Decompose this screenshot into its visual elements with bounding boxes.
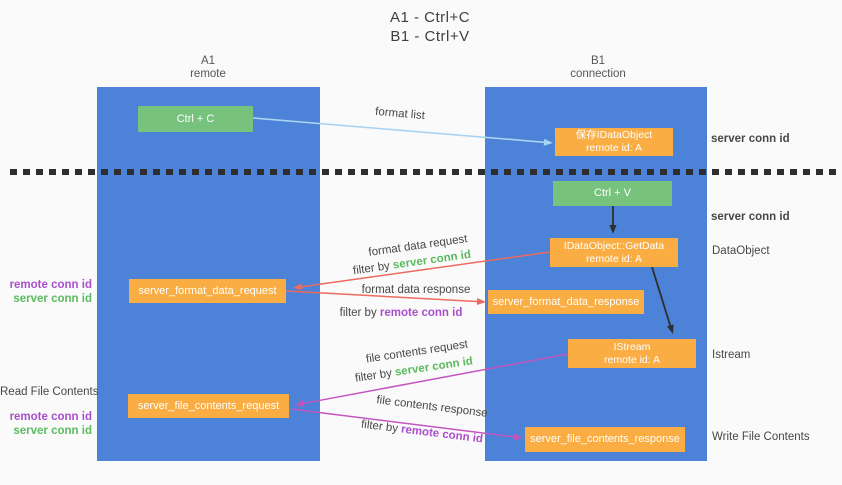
title-line-1: A1 - Ctrl+C: [389, 9, 471, 26]
diagram-title: A1 - Ctrl+C B1 - Ctrl+V: [390, 8, 470, 46]
server-conn-id-mid-label: server conn id: [711, 211, 790, 223]
dataobject-label: DataObject: [712, 245, 770, 257]
remote-conn-id-key: remote conn id: [379, 307, 463, 319]
save-dataobject-line2: remote id: A: [585, 142, 643, 154]
getdata-line2: remote id: A: [585, 252, 643, 265]
remote-conn-id-key: remote conn id: [400, 423, 484, 446]
ctrl-c-node: Ctrl + C: [138, 106, 253, 132]
istream-line1: IStream: [613, 340, 651, 353]
column-a1-role: remote: [190, 68, 226, 80]
filter-by-text: filter by: [360, 418, 399, 435]
ctrl-v-label: Ctrl + V: [594, 187, 631, 199]
read-file-contents-label: Read File Contents: [0, 386, 99, 398]
column-header-a1: A1 remote: [190, 55, 226, 81]
istream-side-label: Istream: [712, 349, 751, 361]
server-conn-id-top-label: server conn id: [711, 133, 790, 145]
column-b1-name: B1: [590, 55, 606, 67]
format-list-label: format list: [374, 105, 426, 123]
phase-divider-dashed-line: [10, 169, 836, 175]
filter-by-text: filter by: [352, 260, 391, 278]
server-format-data-response-node: server_format_data_response: [488, 290, 644, 314]
ctrl-c-label: Ctrl + C: [176, 112, 215, 125]
server-format-data-response-label: server_format_data_response: [492, 295, 640, 308]
filter-by-remote-conn-id-file-label: filter by remote conn id: [360, 419, 483, 446]
save-dataobject-line1: 保存IDataObject: [575, 129, 653, 141]
server-file-contents-response-node: server_file_contents_response: [525, 427, 685, 452]
ctrl-v-node: Ctrl + V: [553, 181, 672, 206]
getdata-line1: IDataObject::GetData: [563, 239, 665, 252]
server-file-contents-request-label: server_file_contents_request: [137, 399, 280, 412]
save-dataobject-node: 保存IDataObject remote id: A: [555, 128, 673, 156]
istream-line2: remote id: A: [603, 353, 661, 366]
server-file-contents-request-node: server_file_contents_request: [128, 394, 289, 418]
server-format-data-request-node: server_format_data_request: [129, 279, 286, 303]
getdata-node: IDataObject::GetData remote id: A: [550, 238, 678, 267]
remote-conn-id-format-label: remote conn id: [9, 279, 92, 291]
filter-by-remote-conn-id-format-label: filter by remote conn id: [340, 307, 463, 319]
server-conn-id-format-label: server conn id: [13, 293, 92, 305]
server-conn-id-file-label: server conn id: [13, 425, 92, 437]
server-format-data-request-label: server_format_data_request: [138, 284, 277, 297]
istream-node: IStream remote id: A: [568, 339, 696, 368]
column-header-b1: B1 connection: [570, 55, 626, 81]
server-file-contents-response-label: server_file_contents_response: [530, 433, 680, 445]
column-a1-name: A1: [200, 55, 216, 67]
write-file-contents-label: Write File Contents: [712, 431, 810, 443]
filter-by-text: filter by: [354, 367, 393, 385]
column-b1-role: connection: [570, 68, 626, 80]
file-contents-response-label: file contents response: [375, 394, 489, 420]
filter-by-text: filter by: [339, 307, 377, 319]
remote-conn-id-file-label: remote conn id: [9, 411, 92, 423]
title-line-2: B1 - Ctrl+V: [390, 28, 470, 45]
format-data-response-label: format data response: [361, 284, 471, 296]
